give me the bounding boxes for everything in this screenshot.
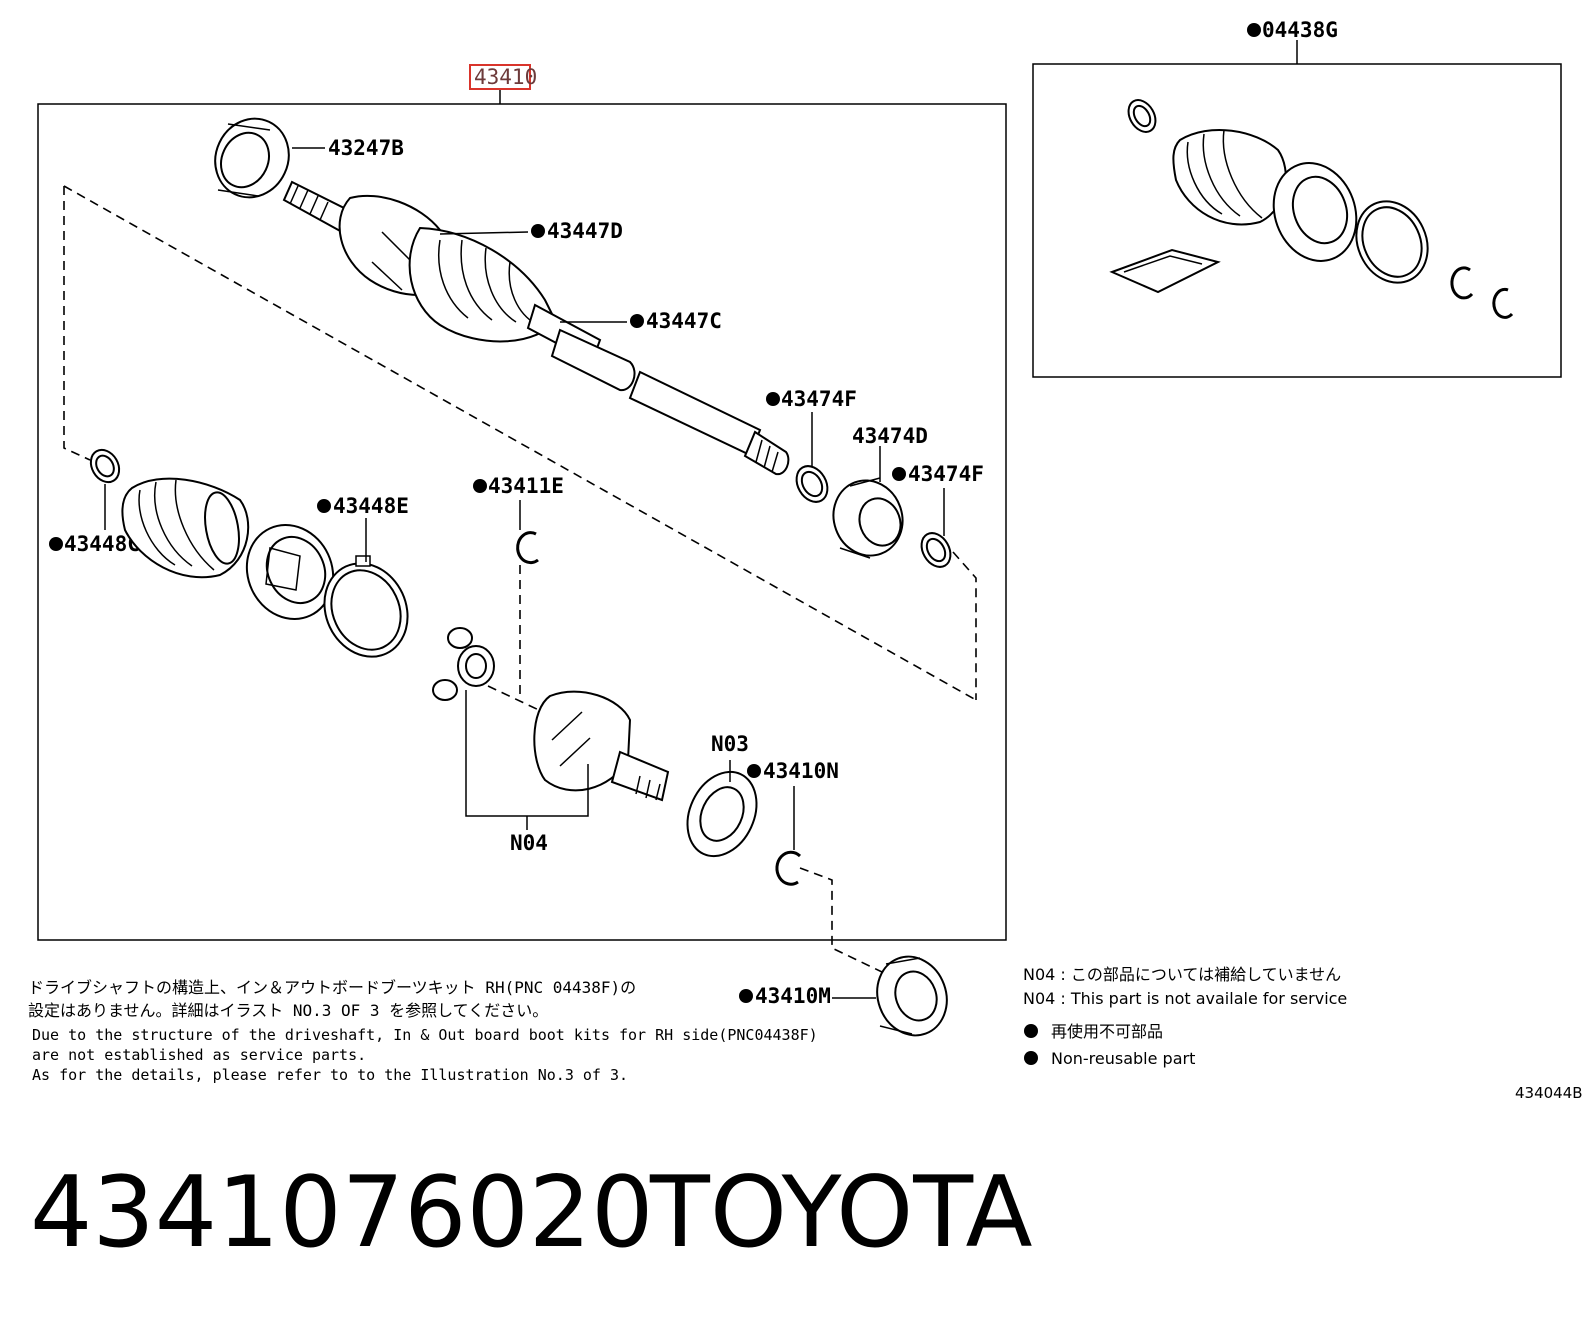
- non-reusable-dot: [531, 224, 545, 238]
- tripod-spider-part[interactable]: [432, 627, 495, 701]
- label-43447D[interactable]: 43447D: [547, 219, 623, 243]
- legend-non-reusable-jp: 再使用不可部品: [1051, 1022, 1163, 1041]
- label-43410M[interactable]: 43410M: [755, 984, 831, 1008]
- legend-dot-icon: [1024, 1024, 1038, 1038]
- label-43447C[interactable]: 43447C: [646, 309, 722, 333]
- legend-non-reusable-en: Non-reusable part: [1051, 1049, 1195, 1068]
- label-43474F-b[interactable]: 43474F: [908, 462, 984, 486]
- non-reusable-dot: [473, 479, 487, 493]
- center-bearing-part[interactable]: [866, 947, 957, 1045]
- legend-dot-icon: [1024, 1051, 1038, 1065]
- shaft-part[interactable]: [526, 303, 790, 476]
- inboard-joint-housing-part[interactable]: [533, 690, 670, 802]
- boot-clamp-part[interactable]: [916, 528, 957, 572]
- note-en-line-1: Due to the structure of the driveshaft, …: [32, 1026, 818, 1044]
- hole-snap-ring-part[interactable]: [775, 850, 802, 886]
- outboard-joint-boot[interactable]: [282, 180, 557, 343]
- illustration-code: 434044B: [1515, 1084, 1583, 1102]
- label-43474D[interactable]: 43474D: [852, 424, 928, 448]
- dashed-guide-right: [952, 551, 977, 700]
- note-en-line-3: As for the details, please refer to to t…: [32, 1066, 628, 1084]
- note-jp-line-2: 設定はありません。詳細はイラスト NO.3 OF 3 を参照してください。: [28, 1001, 548, 1020]
- inboard-joint-tulip-part[interactable]: [232, 511, 349, 634]
- inboard-boot-part[interactable]: [121, 477, 250, 579]
- non-reusable-dot: [766, 392, 780, 406]
- legend-n04-jp: N04 : この部品については補給していません: [1023, 965, 1341, 984]
- service-notes: ドライブシャフトの構造上、イン＆アウトボードブーツキット RH(PNC 0443…: [28, 978, 818, 1084]
- label-43410N[interactable]: 43410N: [763, 759, 839, 783]
- label-N04[interactable]: N04: [510, 831, 548, 855]
- kit-group-label[interactable]: 04438G: [1262, 18, 1338, 42]
- label-43247B[interactable]: 43247B: [328, 136, 404, 160]
- label-43474F-a[interactable]: 43474F: [781, 387, 857, 411]
- legend-n04-en: N04 : This part is not availale for serv…: [1023, 989, 1347, 1008]
- dynamic-damper-part[interactable]: [823, 471, 913, 566]
- kit-clamp-small-part[interactable]: [1123, 95, 1161, 136]
- snap-ring-part[interactable]: [516, 531, 539, 565]
- kit-snap-ring-part[interactable]: [1492, 287, 1514, 319]
- legend: N04 : この部品については補給していません N04 : This part …: [1023, 965, 1347, 1068]
- brand-caption: TOYOTA: [649, 1156, 1033, 1270]
- label-N03[interactable]: N03: [711, 732, 749, 756]
- leader-43447D: [439, 231, 529, 235]
- kit-boot-part[interactable]: [1172, 129, 1287, 226]
- non-reusable-dot: [739, 989, 753, 1003]
- main-group-frame: [37, 103, 1007, 941]
- non-reusable-dot: [1247, 23, 1261, 37]
- boot-clamp-large-part[interactable]: [309, 550, 422, 671]
- non-reusable-dot: [317, 499, 331, 513]
- part-number-caption: 4341076020: [30, 1156, 654, 1270]
- non-reusable-dot: [747, 764, 761, 778]
- oil-seal-part[interactable]: [674, 761, 769, 868]
- kit-clamp-large-part[interactable]: [1343, 190, 1440, 295]
- dashed-guide-diagonal: [63, 185, 977, 701]
- dashed-guide-upper: [63, 186, 91, 461]
- non-reusable-dot: [49, 537, 63, 551]
- boot-clamp-small-part[interactable]: [85, 445, 125, 487]
- note-en-line-2: are not established as service parts.: [32, 1046, 366, 1064]
- note-jp-line-1: ドライブシャフトの構造上、イン＆アウトボードブーツキット RH(PNC 0443…: [28, 978, 636, 997]
- main-group-highlight[interactable]: [469, 64, 531, 90]
- label-43448E[interactable]: 43448E: [333, 494, 409, 518]
- dust-seal-part[interactable]: [202, 107, 301, 210]
- kit-joint-part[interactable]: [1260, 151, 1369, 272]
- non-reusable-dot: [630, 314, 644, 328]
- kit-grease-pack-part[interactable]: [1109, 248, 1221, 294]
- label-43411E[interactable]: 43411E: [488, 474, 564, 498]
- boot-clamp-part[interactable]: [790, 461, 833, 508]
- dashed-guide-lower: [799, 867, 883, 973]
- main-group-label[interactable]: 43410: [474, 65, 537, 89]
- non-reusable-dot: [892, 467, 906, 481]
- kit-snap-ring-part[interactable]: [1450, 266, 1474, 300]
